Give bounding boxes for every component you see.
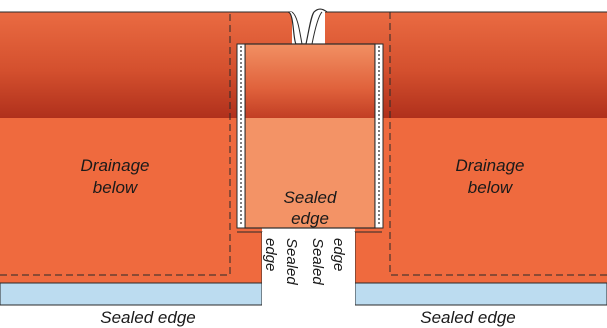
sealed-center-label-line2: edge [291, 209, 329, 228]
vertical-label-edge-2: edge [330, 238, 347, 271]
vertical-label-sealed-2: Sealed [309, 238, 326, 285]
right-panel-body [355, 118, 607, 283]
vertical-label-sealed-1: Sealed [283, 238, 300, 285]
top-seam-fold [287, 8, 328, 45]
left-panel [0, 11, 292, 306]
left-water-strip [0, 282, 263, 306]
sealed-center-label-line1: Sealed [284, 188, 337, 207]
right-drainage-dashed-outline [389, 12, 607, 276]
drainage-right-label-line1: Drainage [456, 156, 525, 175]
center-gap [262, 232, 355, 328]
sealed-edge-bottom-left: Sealed edge [100, 308, 195, 327]
left-panel-body [0, 118, 262, 283]
drainage-left-label-line1: Drainage [81, 156, 150, 175]
center-overlap-strip [236, 43, 384, 229]
center-strip-top [245, 44, 375, 118]
sealed-edge-bottom-right: Sealed edge [420, 308, 515, 327]
drainage-right-label-line2: below [468, 178, 514, 197]
right-water-strip [354, 282, 607, 306]
vertical-label-edge-1: edge [262, 238, 279, 271]
center-strip-body [245, 118, 375, 228]
drainage-left-label-line2: below [93, 178, 139, 197]
